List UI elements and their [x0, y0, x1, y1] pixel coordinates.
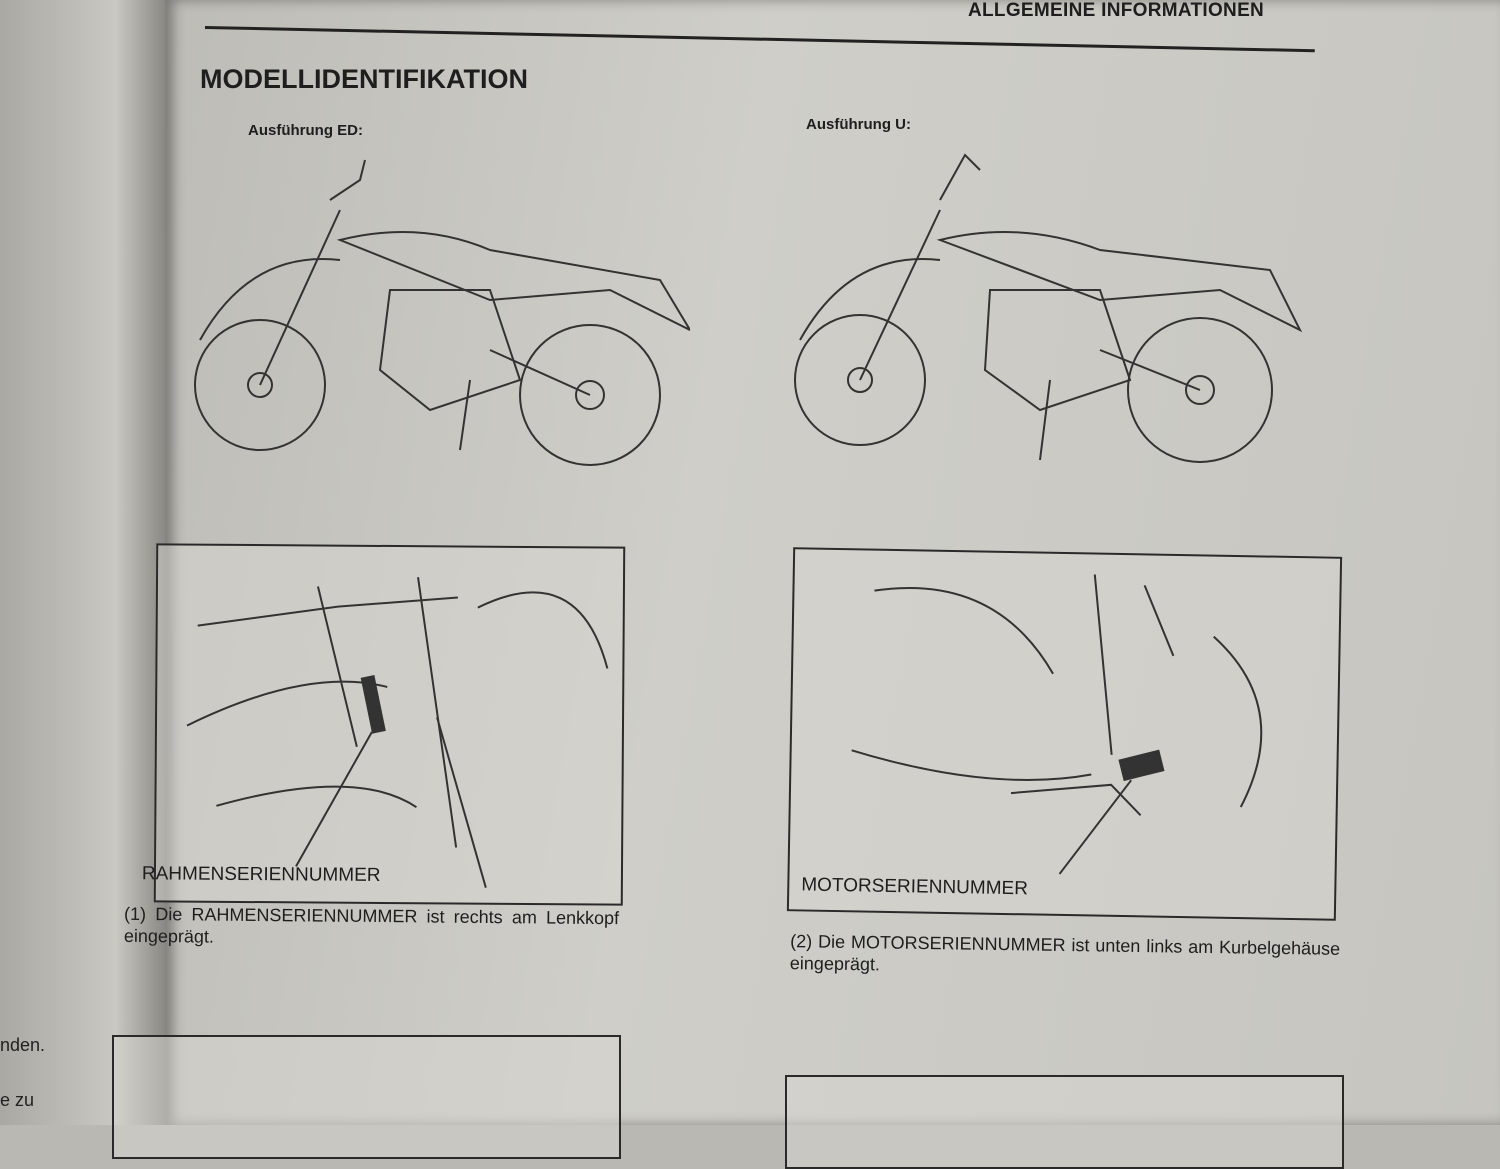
crankcase-illustration [851, 574, 1263, 875]
figure-engine-serial: MOTORSERIENNUMMER [786, 547, 1343, 921]
caption-frame-serial: (1) Die RAHMENSERIENNUMMER ist rechts am… [124, 903, 619, 951]
steering-head-illustration [186, 577, 609, 888]
left-page: nden. e zu [0, 0, 165, 1125]
left-page-fragment: nden. [0, 1035, 46, 1055]
caption-text: Die RAHMENSERIENNUMMER ist rechts am Len… [123, 904, 620, 947]
next-figure-frame [785, 1075, 1344, 1169]
left-page-fragment: e zu [0, 1090, 35, 1110]
motorcycle-illustration-u [794, 153, 1303, 463]
motorcycle-illustration-ed [194, 159, 690, 466]
next-figure-frame [112, 1035, 621, 1159]
page-title: MODELLIDENTIFIKATION [200, 64, 528, 94]
caption-number: (2) [790, 931, 813, 952]
caption-engine-serial: (2) Die MOTORSERIENNUMMER ist unten link… [790, 930, 1341, 982]
caption-number: (1) [124, 903, 147, 925]
caption-text: Die MOTORSERIENNUMMER ist unten links am… [789, 931, 1341, 975]
figure-frame-serial: RAHMENSERIENNUMMER [142, 543, 626, 906]
variant-label-u: Ausführung U: [806, 116, 911, 133]
frame-serial-label: RAHMENSERIENNUMMER [141, 863, 381, 886]
variant-label-ed: Ausführung ED: [248, 122, 363, 139]
section-header: ALLGEMEINE INFORMATIONEN [968, 0, 1265, 21]
engine-serial-label: MOTORSERIENNUMMER [801, 874, 1029, 900]
